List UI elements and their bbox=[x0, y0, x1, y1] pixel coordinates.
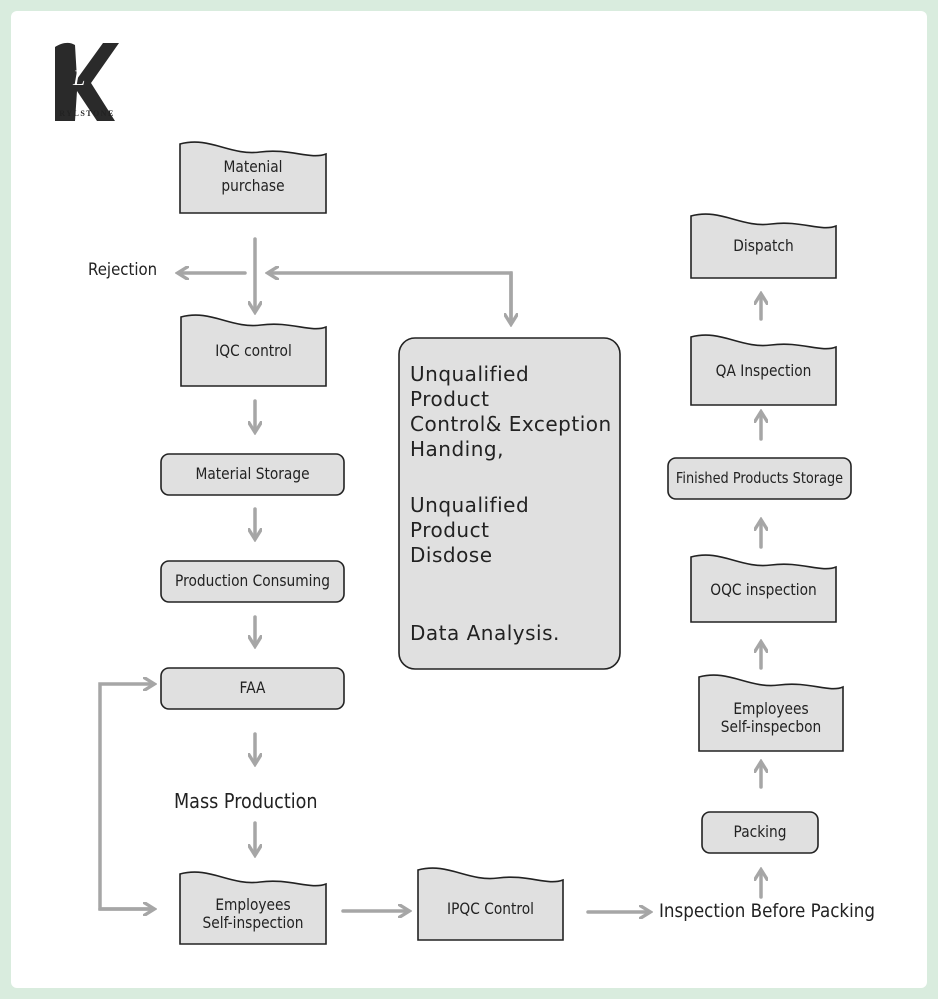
node-oqc-inspection: OQC inspection bbox=[710, 579, 817, 599]
production-consuming-box bbox=[160, 560, 345, 603]
dispatch-box bbox=[690, 213, 837, 279]
panel-text-analysis: Data Analysis. bbox=[410, 621, 560, 645]
faa-box bbox=[160, 667, 345, 710]
logo-monogram: L bbox=[72, 65, 85, 90]
iqc-control-box bbox=[180, 314, 327, 387]
node-employees-self-inspection: Employees Self-inspection bbox=[202, 894, 304, 932]
arrow-panel-to-flow bbox=[269, 273, 513, 323]
node-employees-self-inspecbon: Employees Self-inspecbon bbox=[720, 698, 822, 736]
finished-products-storage-box bbox=[667, 457, 852, 500]
node-packing: Packing bbox=[733, 822, 787, 842]
node-faa: FAA bbox=[239, 678, 266, 698]
diagram-shapes bbox=[98, 141, 852, 945]
packing-box bbox=[701, 811, 819, 854]
flowchart-canvas: L RYLSTONE bbox=[11, 11, 927, 988]
node-material-purchase: Matenial purchase bbox=[221, 157, 285, 195]
node-material-storage: Material Storage bbox=[195, 464, 310, 484]
employees-self-inspecbon-box bbox=[698, 674, 844, 752]
node-dispatch: Dispatch bbox=[733, 235, 794, 255]
node-iqc-control: IQC control bbox=[215, 341, 292, 361]
material-storage-box bbox=[160, 453, 345, 496]
node-ipqc-control: IPQC Control bbox=[447, 898, 534, 918]
node-production-consuming: Production Consuming bbox=[175, 571, 330, 591]
rylstone-logo-icon: L bbox=[55, 42, 119, 122]
qa-inspection-box bbox=[690, 334, 837, 406]
panel-text-control: Unqualified Product Control& Exception H… bbox=[410, 362, 612, 461]
logo-brand-text: RYLSTONE bbox=[59, 109, 115, 118]
employees-self-inspection-box bbox=[179, 871, 327, 945]
node-qa-inspection: QA Inspection bbox=[715, 361, 812, 381]
arrow-loop-to-faa bbox=[98, 684, 153, 911]
oqc-inspection-box bbox=[690, 554, 837, 623]
ipqc-control-box bbox=[417, 867, 564, 941]
material-purchase-box bbox=[179, 141, 327, 214]
label-inspection-before-packing: Inspection Before Packing bbox=[659, 900, 875, 922]
label-rejection: Rejection bbox=[88, 260, 158, 280]
unqualified-panel-box bbox=[398, 337, 621, 670]
label-mass-production: Mass Production bbox=[174, 789, 318, 813]
node-finished-products-storage: Finished Products Storage bbox=[675, 468, 844, 487]
panel-text-dispose: Unqualified Product Disdose bbox=[410, 493, 530, 567]
